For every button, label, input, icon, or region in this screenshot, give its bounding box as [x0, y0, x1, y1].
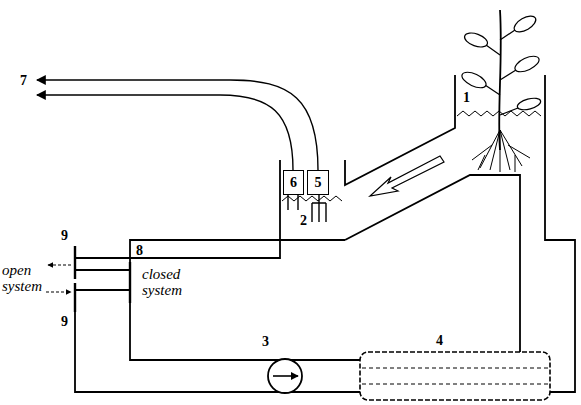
pump-symbol — [268, 359, 302, 393]
inner-loop-wall-top — [130, 240, 345, 262]
signal-arrow — [37, 80, 318, 170]
callout-number: 1 — [463, 90, 470, 106]
flow-arrow — [370, 156, 444, 196]
callout-number: 2 — [300, 213, 307, 229]
valve-9-bars — [74, 246, 76, 312]
callout-number: 6 — [290, 175, 297, 191]
signal-arrow — [37, 95, 293, 170]
system-label: closed system — [142, 266, 202, 298]
valve-8-bar — [129, 262, 131, 303]
callout-number: 5 — [315, 175, 322, 191]
system-label: open system — [2, 262, 46, 294]
callout-number: 8 — [136, 243, 143, 259]
leaf — [512, 13, 539, 35]
leaf-stalks — [485, 30, 518, 115]
leaf — [513, 53, 542, 75]
filter-unit — [360, 352, 550, 400]
filter-layers — [362, 368, 548, 384]
outflow-arrow — [48, 264, 71, 265]
sensor-box: 5 — [307, 170, 329, 195]
leaf — [460, 69, 489, 91]
callout-number: 3 — [262, 334, 269, 350]
sensor-box: 6 — [283, 170, 304, 195]
pump-arrow — [273, 375, 298, 377]
callout-number: 7 — [20, 73, 27, 89]
valve-stubs — [75, 270, 130, 290]
leaf — [516, 96, 542, 112]
plant-roots — [472, 130, 530, 172]
callout-number: 9 — [61, 228, 68, 244]
tube-upper-wall — [345, 75, 455, 185]
inflow-arrow — [46, 291, 71, 292]
leaf — [463, 30, 490, 49]
probe-6 — [288, 195, 298, 210]
callout-number: 9 — [61, 314, 68, 330]
vessel-outer-wall — [75, 160, 280, 258]
vessel-water-surface — [282, 196, 342, 201]
inner-loop-wall — [130, 175, 520, 360]
probe-5 — [312, 195, 326, 222]
callout-number: 4 — [436, 333, 443, 349]
